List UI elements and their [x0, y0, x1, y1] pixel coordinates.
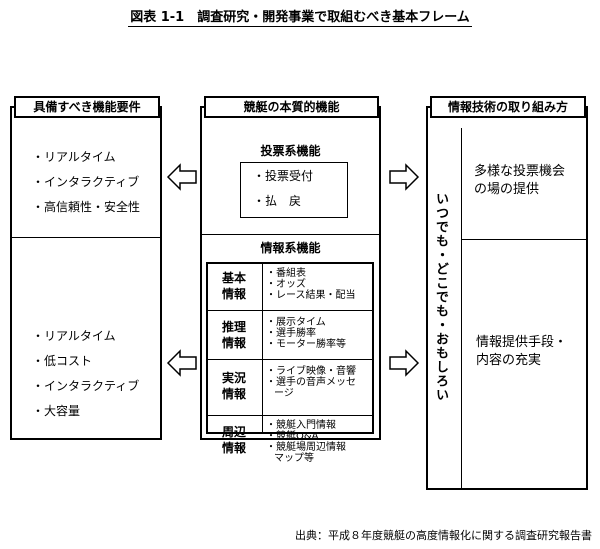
info-table-row-divider — [206, 359, 374, 360]
info-functions-table — [206, 262, 374, 434]
arrow-left-icon — [166, 163, 197, 191]
right-column-header: 情報技術の取り組み方 — [430, 96, 586, 118]
list-item: ・リアルタイム — [32, 150, 116, 164]
list-item: ・低コスト — [32, 354, 93, 368]
info-row-label: 推理 情報 — [221, 320, 246, 350]
info-row-items: ・競艇入門情報 ・競艇Q&A ・競艇場周辺情報 マップ等 — [266, 420, 346, 464]
info-row-label: 基本 情報 — [221, 271, 246, 301]
voting-functions-box — [240, 162, 348, 218]
list-item: ・大容量 — [32, 404, 81, 418]
right-column-inner-divider — [461, 128, 462, 490]
info-row-label: 周辺 情報 — [221, 425, 246, 455]
info-table-row-divider — [206, 310, 374, 311]
arrow-left-icon — [166, 349, 197, 377]
info-functions-title: 情報系機能 — [260, 241, 321, 255]
left-column-divider — [10, 237, 162, 238]
figure-title: 図表 1-1 調査研究・開発事業で取組むべき基本フレーム — [128, 10, 472, 27]
source-note: 出典：平成８年度競艇の高度情報化に関する調査研究報告書 — [295, 529, 592, 542]
info-table-col-divider — [262, 262, 263, 434]
vertical-slogan: いつでも・どこでも・おもしろい — [433, 192, 448, 402]
left-column-header: 具備すべき機能要件 — [14, 96, 160, 118]
left-bottom-list: ・リアルタイム ・低コスト ・インタラクティブ ・大容量 — [32, 324, 139, 424]
list-item: ・リアルタイム — [32, 329, 116, 343]
voting-functions-title: 投票系機能 — [260, 144, 321, 158]
info-row-items: ・展示タイム ・選手勝率 ・モーター勝率等 — [266, 317, 346, 350]
voting-item: ・投票受付 — [253, 169, 314, 183]
center-column-header: 競艇の本質的機能 — [204, 96, 379, 118]
right-bottom-text: 情報提供手段・ 内容の充実 — [476, 335, 568, 368]
list-item: ・高信頼性・安全性 — [32, 200, 141, 214]
center-column-divider — [200, 234, 381, 235]
right-top-text: 多様な投票機会 の場の提供 — [474, 164, 566, 197]
info-table-row-divider — [206, 415, 374, 416]
list-item: ・インタラクティブ — [32, 379, 140, 393]
info-row-label: 実況 情報 — [221, 371, 246, 401]
arrow-right-icon — [389, 349, 420, 377]
left-top-list: ・リアルタイム ・インタラクティブ ・高信頼性・安全性 — [32, 145, 140, 220]
info-row-items: ・ライブ映像・音響 ・選手の音声メッセ ージ — [266, 366, 356, 399]
right-column-row-divider — [461, 239, 588, 240]
list-item: ・インタラクティブ — [32, 175, 140, 189]
info-row-items: ・番組表 ・オッズ ・レース結果・配当 — [266, 268, 356, 301]
arrow-right-icon — [389, 163, 420, 191]
voting-item: ・払 戻 — [253, 194, 302, 208]
